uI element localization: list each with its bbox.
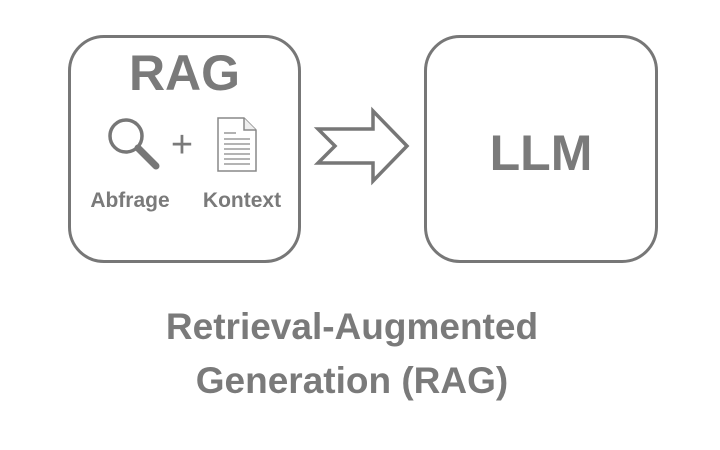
document-icon bbox=[217, 117, 257, 172]
caption-line-2: Generation (RAG) bbox=[195, 360, 509, 401]
llm-box bbox=[424, 35, 658, 263]
plus-sign: + bbox=[170, 124, 194, 166]
llm-title: LLM bbox=[489, 125, 593, 181]
caption-line-1: Retrieval-Augmented bbox=[165, 306, 539, 347]
rag-title: RAG bbox=[128, 45, 241, 101]
context-label: Kontext bbox=[202, 189, 282, 212]
magnifier-icon bbox=[108, 118, 160, 170]
rag-box bbox=[68, 35, 301, 263]
right-arrow-icon bbox=[313, 106, 410, 186]
query-label: Abfrage bbox=[90, 189, 170, 212]
